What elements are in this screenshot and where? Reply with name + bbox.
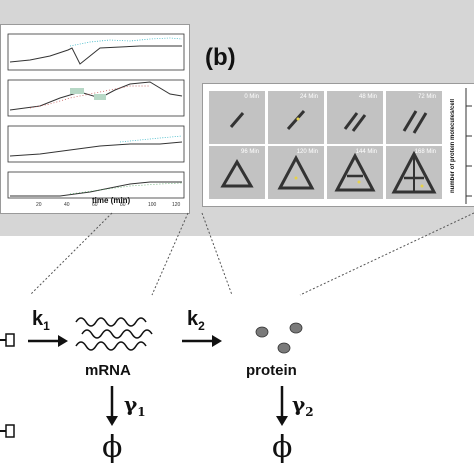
tick-label: 120 — [172, 202, 181, 208]
zoom-connectors — [29, 212, 474, 296]
plot-2-inset-2 — [94, 94, 106, 100]
micrograph-frame: 72 Min — [385, 90, 443, 145]
frame-time-label: 168 Min — [414, 149, 436, 155]
rate-gamma2-subscript: 2 — [305, 405, 314, 419]
mrna-strand-3 — [75, 341, 147, 351]
protein-dot — [289, 322, 303, 334]
plot-2-inset-1 — [70, 88, 84, 94]
micrograph-frame: 0 Min — [208, 90, 266, 145]
frame-time-label: 144 Min — [355, 149, 377, 155]
micrograph-frame: 144 Min — [326, 145, 384, 200]
plot-4-trace — [10, 181, 182, 197]
plot-4-x-ticks: 20 40 60 80 100 120 — [36, 202, 181, 208]
plot-1-trace — [9, 45, 182, 65]
tick-label: 40 — [64, 202, 70, 208]
frame-time-label: 48 Min — [358, 94, 377, 100]
rate-gamma2-symbol: γ — [292, 392, 306, 416]
plot-4-noise — [69, 182, 183, 195]
protein-dot — [255, 326, 269, 338]
mrna-degradation-arrow — [106, 386, 118, 426]
frame-time-label: 0 Min — [244, 94, 259, 100]
plot-3-trace — [9, 141, 183, 157]
degradation-sink-mrna: ϕ — [102, 430, 123, 465]
frame-time-label: 24 Min — [299, 94, 318, 100]
rate-k1-symbol: k — [32, 308, 44, 330]
plot-1-noise — [69, 37, 183, 47]
plot-3 — [7, 125, 185, 163]
protein-label: protein — [246, 362, 297, 379]
plot-2-noise — [29, 85, 150, 109]
protein-degradation-arrow — [276, 386, 288, 426]
panel-a-x-axis-label: time (min) — [92, 196, 131, 205]
rate-k1-subscript: 1 — [43, 319, 50, 333]
micrograph-frame: 24 Min — [267, 90, 325, 145]
mrna-strand-1 — [75, 317, 147, 327]
degradation-sink-protein: ϕ — [272, 430, 293, 465]
tick-label: 20 — [36, 202, 42, 208]
rate-gamma1-subscript: 1 — [137, 405, 146, 419]
frame-time-label: 96 Min — [240, 149, 259, 155]
panel-b-y-axis-label: number of protein molecules/cell — [450, 98, 456, 194]
plot-2-trace — [9, 81, 183, 111]
mrna-strand-2 — [81, 329, 153, 339]
tick-label: 100 — [148, 202, 157, 208]
micrograph-frame: 120 Min — [267, 145, 325, 200]
panel-a-plot-stack: 20 40 60 80 100 120 — [7, 33, 185, 208]
plot-4 — [7, 171, 185, 199]
tick-label: 60 — [92, 202, 98, 208]
micrograph-frame: 48 Min — [326, 90, 384, 145]
rate-gamma1: γ1 — [124, 392, 146, 419]
translation-arrow — [182, 335, 222, 347]
tick-label: 80 — [120, 202, 126, 208]
frame-time-label: 120 Min — [296, 149, 318, 155]
gene-glyph-lower — [0, 424, 15, 438]
rate-k1: k1 — [32, 308, 50, 333]
mrna-label: mRNA — [85, 362, 131, 379]
micrograph-frame: 168 Min — [385, 145, 443, 200]
protein-dot — [277, 342, 291, 354]
gene-glyph — [0, 333, 15, 347]
panel-b-axis-stub — [465, 88, 472, 204]
plot-2 — [7, 79, 185, 117]
panel-b-label: (b) — [205, 44, 236, 71]
rate-k2: k2 — [187, 308, 205, 333]
mrna-strands — [75, 317, 153, 351]
protein-molecules — [255, 322, 303, 354]
rate-gamma1-symbol: γ — [124, 392, 138, 416]
frame-time-label: 72 Min — [417, 94, 436, 100]
rate-k2-symbol: k — [187, 308, 199, 330]
micrograph-frame: 96 Min — [208, 145, 266, 200]
rate-gamma2: γ2 — [292, 392, 314, 419]
plot-1 — [7, 33, 185, 71]
transcription-arrow — [28, 335, 68, 347]
plot-3-noise — [119, 135, 183, 143]
rate-k2-subscript: 2 — [198, 319, 205, 333]
